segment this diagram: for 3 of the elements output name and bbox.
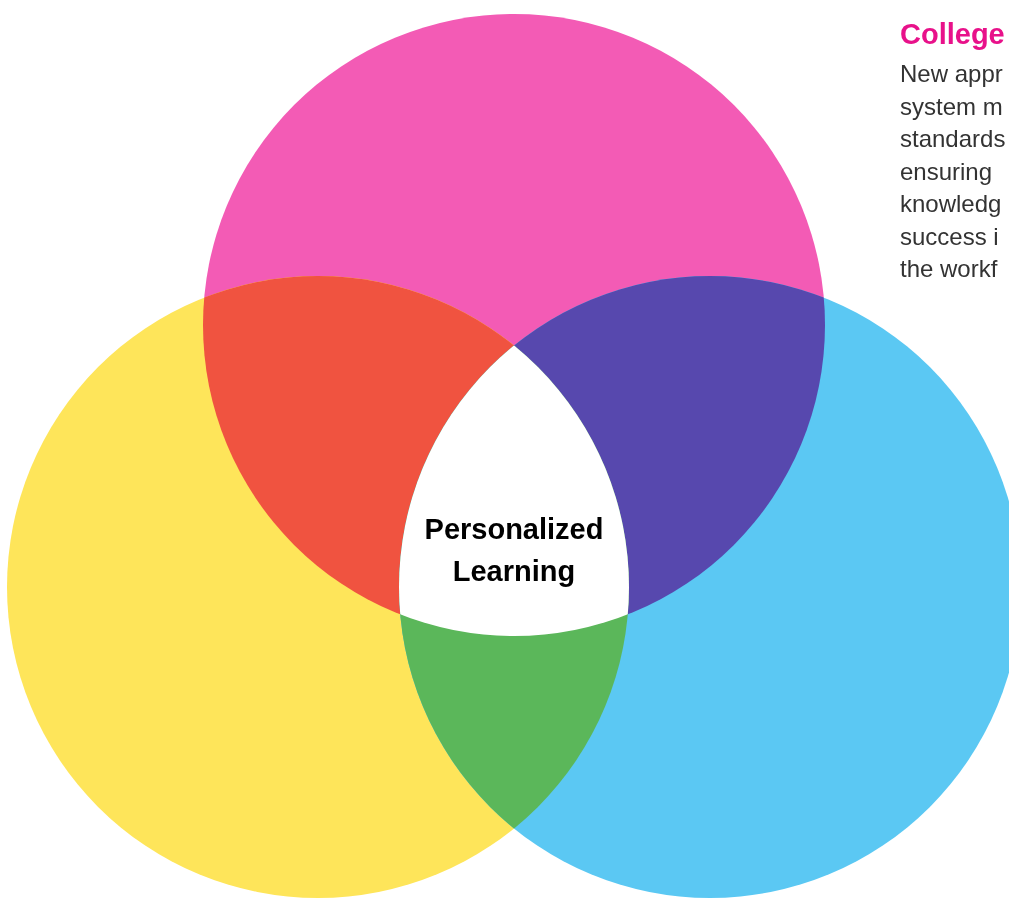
section-heading: College <box>900 18 1005 51</box>
description-text: New appr system m standards ensuring knowledg success i the workf <box>900 59 1006 284</box>
center-label: Personalized Learning <box>423 512 605 589</box>
